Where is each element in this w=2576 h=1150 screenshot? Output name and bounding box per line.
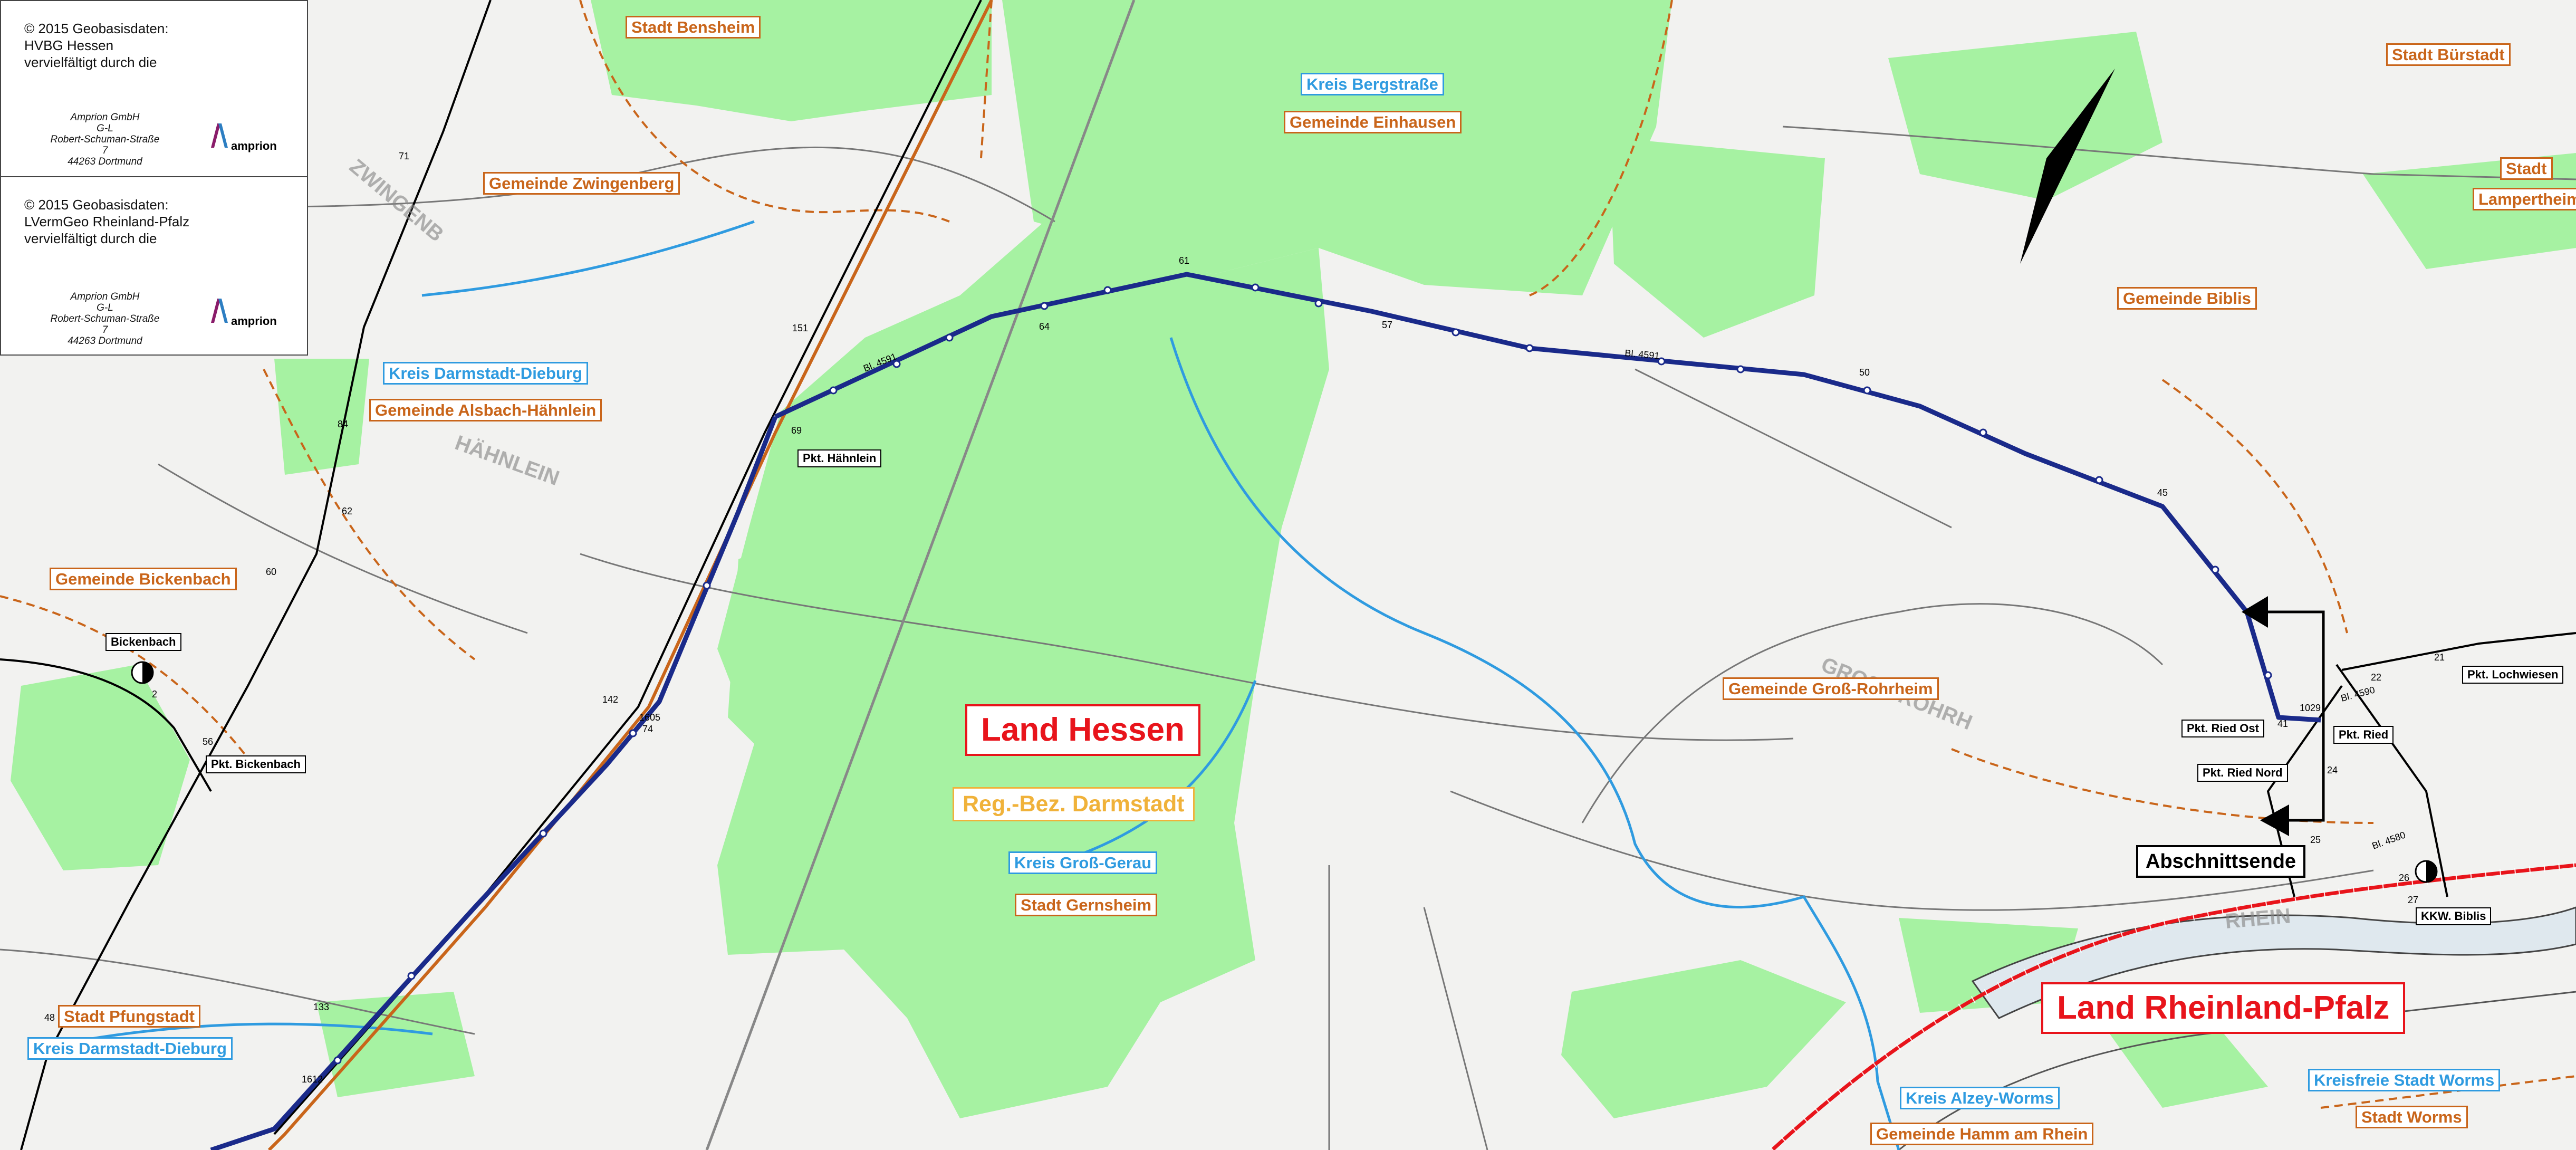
point-label: Bickenbach [105,633,181,651]
company-city: 44263 Dortmund [68,336,142,347]
municipality-label: Stadt Pfungstadt [58,1005,200,1028]
tower-number: 26 [2399,873,2409,883]
point-label: Pkt. Bickenbach [206,755,306,773]
company-dept: G-L [97,302,113,313]
tower-number: 56 [203,736,213,747]
tower-number: 64 [1039,321,1050,332]
tower-number: 21 [2434,652,2445,663]
tower-number: 62 [342,506,352,516]
copyright-box-rlp: © 2015 Geobasisdaten: LVermGeo Rheinland… [0,176,308,356]
district-label: Kreis Bergstraße [1301,73,1444,95]
tower-number: 22 [2371,672,2381,683]
route-line [210,272,2321,1150]
tower-number: 50 [1859,367,1870,378]
tower-number: 24 [2327,765,2338,775]
tower-number: 69 [791,425,802,436]
company-dept: G-L [97,123,113,134]
tower-number: 74 [642,724,653,734]
municipality-label: Stadt [2500,157,2553,180]
amprion-logo: amprion [209,121,288,158]
company-street: Robert-Schuman-Straße 7 [50,313,160,336]
tower-number: 133 [313,1002,329,1012]
state-border [1770,861,2576,1150]
point-label: Pkt. Lochwiesen [2462,666,2564,684]
tower-number: 27 [2408,895,2418,905]
municipality-label: Gemeinde Biblis [2117,287,2257,310]
tower-numbers: 61 64 57 50 45 43 41 24 25 27 26 22 21 6… [44,151,2445,1085]
copyright-line: © 2015 Geobasisdaten: [24,21,169,36]
north-arrow-icon [2020,69,2115,264]
point-label: Pkt. Ried Ost [2181,720,2264,737]
company-street: Robert-Schuman-Straße 7 [50,134,160,156]
municipality-label: Gemeinde Groß-Rohrheim [1723,677,1939,700]
copyright-box-hessen: © 2015 Geobasisdaten: HVBG Hessen vervie… [0,0,308,178]
point-label: Pkt. Hähnlein [797,449,882,467]
tower-number: 1029 [2300,703,2321,713]
point-label: KKW. Biblis [2416,907,2492,925]
arrow-down-icon [2260,804,2289,836]
amprion-logo-text: amprion [231,139,277,152]
municipality-label: Lampertheim [2473,188,2576,210]
municipality-label: Gemeinde Bickenbach [50,568,237,590]
municipality-label: Stadt Worms [2356,1106,2468,1128]
amprion-logo: amprion [209,296,288,333]
company-name: Amprion GmbH [70,112,140,123]
municipality-label: Gemeinde Hamm am Rhein [1870,1123,2094,1145]
company-city: 44263 Dortmund [68,156,142,167]
municipality-label: Gemeinde Einhausen [1284,111,1462,133]
substation-biblis-icon [2415,860,2438,883]
regbez-label: Reg.-Bez. Darmstadt [953,787,1195,821]
amprion-logo-text: amprion [231,314,277,328]
section-end-label: Abschnittsende [2136,845,2306,878]
copyright-line: LVermGeo Rheinland-Pfalz [24,214,190,229]
tower-number: 1612 [302,1074,323,1085]
svg-text:RHEIN: RHEIN [2224,904,2292,933]
tower-number: 48 [44,1012,55,1023]
arrow-up-icon [2242,596,2268,628]
company-name: Amprion GmbH [70,291,140,302]
tower-number: 61 [1179,255,1189,266]
district-label: Kreis Darmstadt-Dieburg [27,1037,233,1060]
tower-number: 57 [1382,320,1392,330]
municipality-label: Stadt Bensheim [626,16,761,39]
substation-bickenbach-icon [131,661,154,684]
tower-number: 151 [792,323,808,333]
point-label: Pkt. Ried Nord [2197,764,2288,782]
district-label: Kreis Darmstadt-Dieburg [383,362,588,385]
tower-number: 1605 [639,712,660,723]
point-label: Pkt. Ried [2333,726,2394,744]
copyright-line: vervielfältigt durch die [24,231,157,246]
railway [705,0,1136,1150]
tower-number: 43 [2256,608,2267,618]
tower-number: 25 [2310,835,2321,845]
tower-number: 60 [266,567,276,577]
municipality-label: Stadt Bürstadt [2386,43,2511,66]
district-label: Kreis Alzey-Worms [1900,1087,2060,1109]
tower-number: 71 [399,151,409,161]
copyright-line: HVBG Hessen [24,37,114,53]
state-label-hessen: Land Hessen [965,704,1200,756]
tower-number: 2 [152,689,157,699]
municipality-label: Stadt Gernsheim [1015,894,1158,916]
state-label-rlp: Land Rheinland-Pfalz [2041,982,2406,1034]
copyright-line: © 2015 Geobasisdaten: [24,197,169,213]
municipality-label: Gemeinde Alsbach-Hähnlein [369,399,602,421]
municipality-label: Gemeinde Zwingenberg [483,172,680,195]
section-arrows [2268,610,2325,822]
tower-number: 142 [602,694,618,705]
copyright-line: vervielfältigt durch die [24,54,157,70]
district-label: Kreis Groß-Gerau [1008,851,1158,874]
tower-number: 45 [2157,487,2168,498]
tower-number: 41 [2277,718,2288,729]
tower-markers [333,283,2272,1065]
district-label: Kreisfreie Stadt Worms [2308,1069,2501,1091]
tower-number: 84 [338,419,348,429]
